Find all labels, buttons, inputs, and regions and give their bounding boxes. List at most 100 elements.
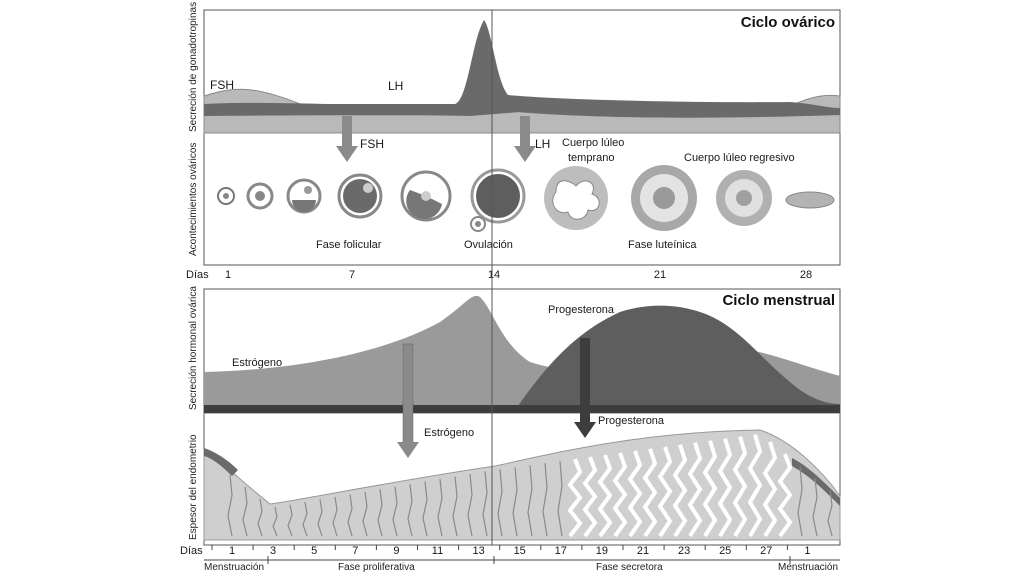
gland: [527, 465, 533, 537]
gland: [242, 486, 248, 537]
progesterone-curve: [518, 305, 840, 406]
ovarian-cycle-title: Ciclo ovárico: [741, 14, 835, 31]
ovarian-hormone-axis-label: Secreción hormonal ovárica: [188, 286, 199, 410]
bottom-day-tick: 25: [719, 545, 731, 557]
corpus-albicans: [785, 191, 835, 209]
gland: [512, 467, 518, 537]
gland: [542, 463, 548, 537]
gland: [567, 458, 583, 538]
gland: [627, 450, 643, 538]
gland: [732, 436, 748, 538]
gland: [452, 476, 458, 537]
gland: [717, 438, 733, 538]
gland: [762, 441, 778, 538]
lh-arrow: [514, 116, 536, 162]
gland: [612, 452, 628, 538]
endometrium-tissue: [203, 429, 841, 541]
regressing-corpus-luteum: [716, 170, 772, 226]
progesterone-label: Progesterona: [548, 304, 615, 316]
luteal-phase-label: Fase luteínica: [628, 239, 697, 251]
gland: [597, 454, 613, 538]
bottom-day-tick: 9: [393, 545, 399, 557]
ovulation-label: Ovulación: [464, 239, 513, 251]
early-corpus-label-2: temprano: [568, 152, 614, 164]
gland: [347, 494, 353, 537]
early-corpus-label-1: Cuerpo lúleo: [562, 137, 624, 149]
bottom-day-tick: 15: [514, 545, 526, 557]
bottom-day-tick: 17: [555, 545, 567, 557]
follicle-stage-4: [337, 173, 383, 219]
fsh-arrow: [336, 116, 358, 162]
bottom-day-tick: 7: [352, 545, 358, 557]
top-days-label: Días: [186, 269, 209, 281]
gland: [332, 496, 338, 537]
proliferative-phase-label: Fase proliferativa: [338, 562, 415, 573]
progesterone-arrow: [574, 338, 596, 438]
top-day-tick: 14: [488, 269, 500, 281]
follicle-stage-1: [217, 187, 235, 205]
bottom-day-tick: 5: [311, 545, 317, 557]
gland: [317, 499, 323, 537]
gland: [407, 484, 413, 537]
top-day-tick: 7: [349, 269, 355, 281]
bottom-day-tick: 3: [270, 545, 276, 557]
ovulating-follicle: [470, 168, 526, 232]
estrogen-arrow-label: Estrógeno: [424, 427, 474, 439]
progesterone-arrow-label: Progesterona: [598, 415, 665, 427]
gland: [557, 461, 563, 537]
menstrual-cycle-panel: Ciclo menstrual Estrógeno Progesterona S…: [180, 286, 841, 573]
gonadotropin-axis-label: Secreción de gonadotropinas: [188, 2, 199, 132]
ovarian-cycle-panel: Ciclo ovárico FSH LH Secreción de gonado…: [186, 2, 841, 281]
estrogen-label: Estrógeno: [232, 357, 282, 369]
secretory-phase-label: Fase secretora: [596, 562, 663, 573]
menstruation-start-label: Menstruación: [204, 562, 264, 573]
menstruation-end-label: Menstruación: [778, 562, 838, 573]
regressive-corpus-label: Cuerpo lúleo regresivo: [684, 152, 795, 164]
top-day-tick: 21: [654, 269, 666, 281]
baseline-band: [204, 405, 840, 413]
gland: [362, 491, 368, 537]
estrogen-arrow: [397, 343, 419, 458]
lh-curve: [204, 20, 840, 118]
top-day-ticks: 1 7 14 21 28: [225, 269, 812, 281]
mature-corpus-luteum: [631, 165, 697, 231]
gland: [302, 501, 308, 537]
top-day-tick: 28: [800, 269, 812, 281]
gland: [827, 489, 833, 537]
gland: [812, 477, 818, 537]
endometrial-glands: [227, 434, 833, 538]
gland: [797, 465, 803, 537]
bottom-day-tick: 21: [637, 545, 649, 557]
gland: [272, 507, 278, 537]
gland: [497, 469, 503, 537]
ovarian-events-axis-label: Acontecimientos ováricos: [188, 143, 199, 256]
bottom-day-tick: 1: [804, 545, 810, 557]
gland: [702, 440, 718, 538]
follicle-stage-2: [246, 182, 274, 210]
endometrium-axis-label: Espesor del endometrio: [188, 434, 199, 540]
gland: [642, 448, 658, 538]
gland: [582, 456, 598, 538]
lh-arrow-label: LH: [535, 137, 550, 151]
lh-label: LH: [388, 79, 403, 93]
follicular-phase-label: Fase folicular: [316, 239, 382, 251]
fsh-label: FSH: [210, 78, 234, 92]
bottom-day-tick: 11: [432, 545, 443, 557]
menstrual-cycle-title: Ciclo menstrual: [722, 292, 835, 309]
gland: [377, 489, 383, 537]
follicle-stage-3: [286, 178, 322, 214]
gland: [227, 474, 233, 537]
top-day-tick: 1: [225, 269, 231, 281]
gland: [687, 442, 703, 538]
gland: [467, 473, 473, 537]
bottom-day-tick: 27: [760, 545, 772, 557]
gland: [257, 498, 263, 537]
bottom-day-tick: 13: [472, 545, 484, 557]
gland: [287, 504, 293, 537]
gland: [437, 479, 443, 537]
gland: [777, 453, 793, 538]
gland: [672, 444, 688, 538]
gland: [657, 446, 673, 538]
